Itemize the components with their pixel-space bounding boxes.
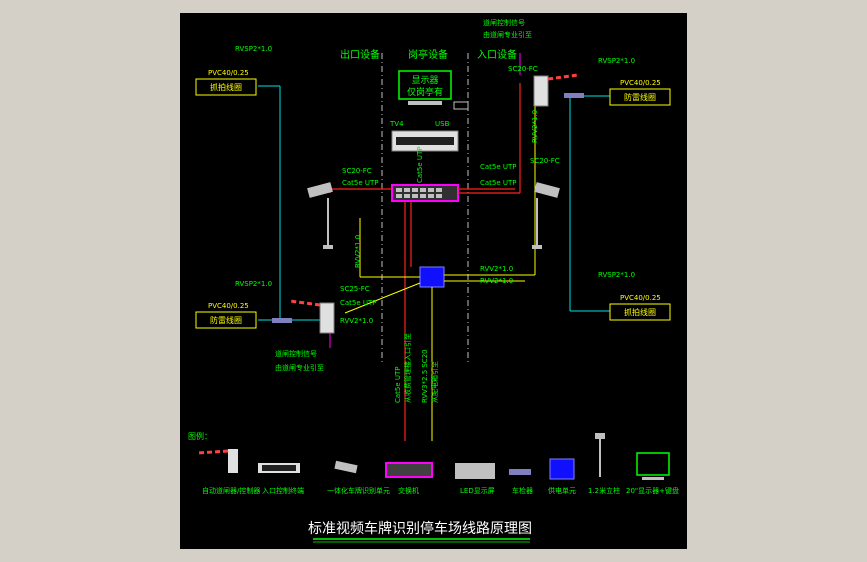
cat-left-label: Cat5e UTP: [342, 179, 379, 187]
top-right-loop-box: [609, 88, 671, 106]
top-right-rvsp: RVSP2*1.0: [598, 57, 635, 65]
power-unit: [419, 266, 445, 288]
camera-left: [307, 182, 333, 249]
display-stand: [408, 101, 442, 105]
bottom-left-signal-1: 道闸控制信号: [275, 349, 317, 358]
legend-monitor-icon: [636, 452, 670, 480]
drawing-canvas: 出口设备 岗亭设备 入口设备 显示器 仅岗亭有 TV4 USB: [180, 13, 687, 549]
legend-label-4: LED显示屏: [460, 487, 495, 495]
bottom-right-rvsp: RVSP2*1.0: [598, 271, 635, 279]
sc20-right-label: SC20-FC: [530, 157, 560, 165]
legend-terminal-icon: [258, 463, 300, 473]
legend-led-icon: [455, 463, 495, 479]
legend-label-5: 车检器: [512, 486, 533, 495]
mouse-icon: [453, 101, 469, 110]
vehicle-detector-left: [272, 318, 292, 323]
legend-label-0: 自动道闸器/控制器: [202, 486, 260, 495]
diagram-title: 标准视频车牌识别停车场线路原理图: [308, 520, 532, 537]
legend-label-3: 交换机: [398, 486, 419, 495]
rvv-mid-1-label: RVV2*1.0: [480, 265, 513, 273]
display-box-line2: 仅岗亭有: [407, 86, 443, 98]
rvv-mid-2-label: RVV2*1.0: [480, 277, 513, 285]
legend-icons: [197, 433, 670, 480]
top-right-signal-2: 由道闸专业引至: [483, 30, 532, 39]
top-right-signal-1: 道闸控制信号: [483, 18, 525, 27]
cat-right-1-label: Cat5e UTP: [480, 163, 517, 171]
legend-switch-icon: [385, 462, 433, 478]
bottom-left-signal-2: 由道闸专业引至: [275, 363, 324, 372]
zone-booth-label: 岗亭设备: [408, 48, 448, 61]
legend-camera-icon: [334, 460, 358, 474]
top-right-loop-label: 防雷线圈: [624, 92, 656, 102]
barrier-entry: [533, 73, 579, 107]
legend-label-6: 供电单元: [548, 486, 576, 495]
display-box: [398, 70, 452, 100]
red-wires: [329, 83, 521, 423]
legend-title: 图例：: [188, 431, 212, 441]
legend-label-1: 入口控制终端: [262, 486, 304, 495]
top-left-pvc: PVC40/0.25: [208, 69, 249, 77]
mid-left-pvc: PVC40/0.25: [208, 302, 249, 310]
cyan-wires: [258, 85, 610, 321]
zone-exit-label: 出口设备: [340, 48, 380, 61]
bottom-power-label: RVV3*2.5 SC20: [421, 349, 429, 403]
bottom-cat-source: 从收费管理楼入口引至: [403, 333, 412, 403]
bottom-right-pvc: PVC40/0.25: [620, 294, 661, 302]
legend-label-7: 1.2米立柱: [588, 486, 620, 495]
bottom-right-loop-box: [609, 303, 671, 321]
wiring-diagram: 出口设备 岗亭设备 入口设备 显示器 仅岗亭有 TV4 USB: [188, 18, 679, 543]
cat-vertical-center: Cat5e UTP: [416, 146, 424, 183]
legend-power-icon: [549, 458, 575, 480]
top-right-pvc: PVC40/0.25: [620, 79, 661, 87]
display-box-line1: 显示器: [411, 75, 438, 86]
top-left-loop-box: [195, 78, 257, 96]
mid-left-loop-box: [195, 311, 257, 329]
tv-label: TV4: [389, 120, 404, 128]
bottom-power-source: 从配电箱引至: [430, 361, 439, 403]
control-terminal-panel: [396, 137, 454, 145]
legend-label-8: 20"显示器+键盘: [626, 486, 679, 495]
legend-pole-icon: [595, 433, 605, 477]
usb-label: USB: [435, 120, 450, 128]
vehicle-detector-right: [564, 93, 584, 98]
mid-left-loop-label: 防雷线圈: [210, 315, 242, 325]
switch-ports: [396, 188, 442, 198]
legend-label-2: 一体化车牌识别单元: [327, 486, 390, 495]
bottom-right-loop-label: 抓拍线圈: [624, 307, 656, 317]
zone-entry-label: 入口设备: [477, 48, 517, 61]
network-switch: [391, 184, 459, 202]
cat-right-2-label: Cat5e UTP: [480, 179, 517, 187]
camera-right: [532, 182, 560, 249]
legend-barrier-icon: [197, 449, 238, 473]
rvv-vertical-right: RVV2*1.0: [531, 110, 539, 143]
mid-left-cat: Cat5e UTP: [340, 299, 377, 307]
mid-left-sc25: SC25-FC: [340, 285, 370, 293]
legend-labels: 自动道闸器/控制器 入口控制终端 一体化车牌识别单元 交换机 LED显示屏 车检…: [202, 486, 679, 495]
rvv-vertical-left: RVV2*1.0: [354, 235, 362, 268]
legend-detector-icon: [509, 469, 531, 475]
top-right-sc20: SC20-FC: [508, 65, 538, 73]
mid-left-rvv: RVV2*1.0: [340, 317, 373, 325]
bottom-cat-label: Cat5e UTP: [394, 366, 402, 403]
sc20-left-label: SC20-FC: [342, 167, 372, 175]
top-left-rvsp: RVSP2*1.0: [235, 45, 272, 53]
top-left-loop-label: 抓拍线圈: [210, 82, 242, 92]
mid-left-rvsp: RVSP2*1.0: [235, 280, 272, 288]
barrier-exit: [289, 299, 335, 334]
